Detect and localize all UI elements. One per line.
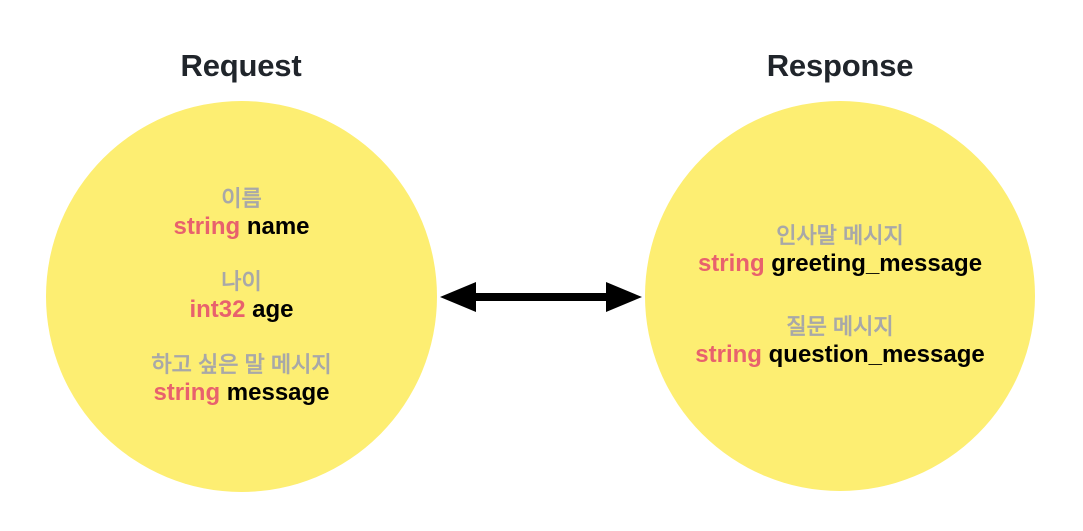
response-field-question-identifier: question_message bbox=[762, 341, 985, 368]
response-bubble: 인사말 메시지 string greeting_message 질문 메시지 s… bbox=[645, 101, 1035, 491]
request-field-age-signature: int32 age bbox=[189, 296, 293, 324]
response-field-greeting-identifier: greeting_message bbox=[765, 250, 982, 277]
response-field-greeting-label: 인사말 메시지 bbox=[776, 222, 904, 248]
request-field-age-type: int32 bbox=[189, 295, 246, 323]
request-field-message-signature: string message bbox=[151, 379, 331, 407]
request-title: Request bbox=[180, 48, 302, 83]
request-field-name-signature: string name bbox=[173, 213, 309, 241]
response-field-greeting-type: string bbox=[697, 249, 765, 277]
response-field-greeting-text: greeting_message bbox=[771, 249, 983, 277]
request-field-name-label: 이름 bbox=[221, 185, 262, 211]
response-field-question-type: string bbox=[695, 340, 762, 368]
response-title: Response bbox=[766, 48, 914, 83]
request-field-message: 하고 싶은 말 메시지 string message bbox=[151, 352, 331, 407]
request-field-name: 이름 string name bbox=[173, 186, 309, 241]
request-field-message-text: message bbox=[226, 379, 330, 407]
request-field-age: 나이 int32 age bbox=[189, 269, 293, 324]
response-field-question-text: question_message bbox=[768, 340, 985, 368]
request-field-message-label: 하고 싶은 말 메시지 bbox=[151, 352, 332, 378]
response-field-greeting-signature: string greeting_message bbox=[698, 250, 982, 278]
response-field-list: 인사말 메시지 string greeting_message 질문 메시지 s… bbox=[645, 223, 1035, 370]
request-field-message-identifier: message bbox=[220, 379, 330, 407]
request-field-message-type: string bbox=[153, 379, 221, 407]
request-field-name-identifier: name bbox=[240, 212, 310, 240]
double-headed-arrow-icon bbox=[440, 282, 642, 312]
response-field-question: 질문 메시지 string question_message bbox=[695, 314, 984, 369]
request-field-list: 이름 string name 나이 int32 age 하고 싶은 말 메시지 … bbox=[46, 186, 437, 408]
request-field-age-label: 나이 bbox=[221, 268, 262, 294]
request-bubble: 이름 string name 나이 int32 age 하고 싶은 말 메시지 … bbox=[46, 101, 437, 492]
request-field-age-text: age bbox=[252, 295, 294, 323]
response-field-question-label: 질문 메시지 bbox=[786, 314, 894, 339]
response-field-greeting: 인사말 메시지 string greeting_message bbox=[698, 223, 982, 278]
response-field-question-signature: string question_message bbox=[695, 341, 984, 369]
request-field-name-text: name bbox=[246, 212, 310, 240]
request-field-name-type: string bbox=[173, 212, 241, 240]
request-field-age-identifier: age bbox=[245, 296, 293, 323]
